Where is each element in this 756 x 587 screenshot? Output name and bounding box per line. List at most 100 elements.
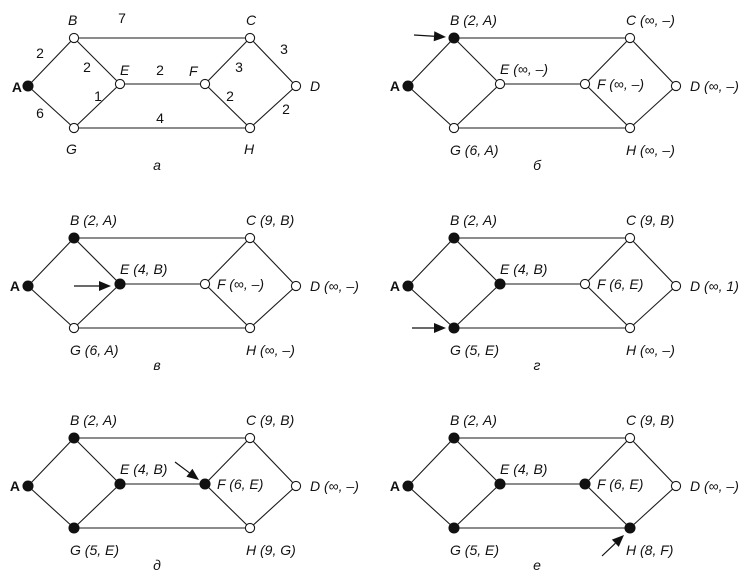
node-B (448, 32, 460, 44)
edge-DH (249, 485, 297, 529)
graph-panel-b: AB (2, A)C (∞, –)D (∞, –)E (∞, –)F (∞, –… (390, 12, 739, 173)
edge-FH (204, 83, 251, 129)
edge-EG (453, 483, 501, 529)
edge-weight-AB: 2 (36, 45, 44, 61)
node-label-H: H (∞, –) (626, 142, 675, 158)
edge-EG (453, 283, 501, 329)
node-B (68, 432, 80, 444)
node-label-D: D (∞, –) (310, 478, 359, 494)
node-G (68, 322, 80, 334)
edge-CD (629, 37, 677, 87)
edge-CF (204, 437, 251, 485)
panel-caption: б (533, 157, 542, 173)
node-label-A: A (390, 478, 400, 494)
node-label-E: E (120, 62, 130, 78)
node-H (244, 322, 256, 334)
pointer-arrow-icon (74, 281, 111, 291)
node-G (448, 322, 460, 334)
edge-CD (249, 437, 297, 487)
node-label-A: A (10, 478, 20, 494)
edge-weight-EG: 1 (94, 88, 102, 104)
edge-CD (249, 237, 297, 287)
graph-panel-e: AB (2, A)C (9, B)D (∞, –)E (4, B)F (6, E… (390, 412, 739, 573)
node-label-B: B (2, A) (450, 12, 497, 28)
node-label-F: F (6, E) (597, 476, 643, 492)
node-H (244, 522, 256, 534)
edge-CF (204, 37, 251, 85)
node-label-G: G (5, E) (450, 342, 499, 358)
edge-AB (407, 237, 455, 287)
panel-caption: е (533, 557, 541, 573)
edge-BE (453, 437, 501, 485)
node-label-C: C (246, 12, 257, 28)
node-E (114, 278, 126, 290)
node-E (494, 478, 506, 490)
node-F (579, 78, 591, 90)
edge-AG (407, 85, 455, 129)
node-B (448, 232, 460, 244)
node-label-C: C (9, B) (626, 412, 674, 428)
node-A (402, 80, 414, 92)
edge-FH (584, 483, 631, 529)
node-F (199, 278, 211, 290)
node-label-G: G (5, E) (450, 542, 499, 558)
graph-panel-v: AB (2, A)C (9, B)D (∞, –)E (4, B)F (∞, –… (10, 212, 359, 373)
edge-AG (27, 85, 75, 129)
edge-AB (407, 37, 455, 87)
node-label-B: B (68, 12, 77, 28)
edge-DH (249, 85, 297, 129)
node-H (244, 122, 256, 134)
node-label-C: C (∞, –) (626, 12, 675, 28)
node-C (624, 232, 636, 244)
node-B (68, 232, 80, 244)
node-E (494, 278, 506, 290)
node-label-G: G (6, A) (450, 142, 499, 158)
edge-FH (204, 283, 251, 329)
edge-weight-CD: 3 (280, 41, 288, 57)
node-F (199, 78, 211, 90)
edge-AG (407, 485, 455, 529)
edge-AB (27, 437, 75, 487)
node-label-G: G (6, A) (70, 342, 119, 358)
edge-DH (629, 85, 677, 129)
node-label-H: H (8, F) (626, 542, 673, 558)
node-label-D: D (∞, –) (310, 278, 359, 294)
node-label-H: H (∞, –) (626, 342, 675, 358)
node-C (244, 432, 256, 444)
edge-CD (249, 37, 297, 87)
edge-EG (453, 83, 501, 129)
node-H (624, 522, 636, 534)
node-label-F: F (189, 63, 199, 79)
edge-CF (204, 237, 251, 285)
node-label-A: A (390, 78, 400, 94)
node-D (670, 80, 682, 92)
edge-BE (453, 237, 501, 285)
node-label-A: A (390, 278, 400, 294)
node-label-H: H (244, 141, 255, 157)
node-label-B: B (2, A) (70, 212, 117, 228)
edge-weight-DH: 2 (282, 101, 290, 117)
node-D (290, 480, 302, 492)
edge-CF (584, 37, 631, 85)
graph-panel-d: AB (2, A)C (9, B)D (∞, –)E (4, B)F (6, E… (10, 412, 359, 573)
node-label-F: F (6, E) (217, 476, 263, 492)
edge-weight-BE: 2 (83, 59, 91, 75)
node-G (68, 522, 80, 534)
edge-CF (584, 437, 631, 485)
node-D (670, 280, 682, 292)
node-label-C: C (9, B) (246, 412, 294, 428)
edge-weight-AG: 6 (36, 105, 44, 121)
edge-BE (73, 437, 121, 485)
graph-panel-g: AB (2, A)C (9, B)D (∞, 1)E (4, B)F (6, E… (390, 212, 739, 373)
node-label-C: C (9, B) (626, 212, 674, 228)
node-D (290, 280, 302, 292)
node-D (670, 480, 682, 492)
node-label-E: E (4, B) (500, 261, 547, 277)
edge-FH (584, 83, 631, 129)
node-label-G: G (66, 141, 77, 157)
node-label-H: H (9, G) (246, 542, 296, 558)
panel-caption: в (153, 357, 160, 373)
node-A (402, 480, 414, 492)
